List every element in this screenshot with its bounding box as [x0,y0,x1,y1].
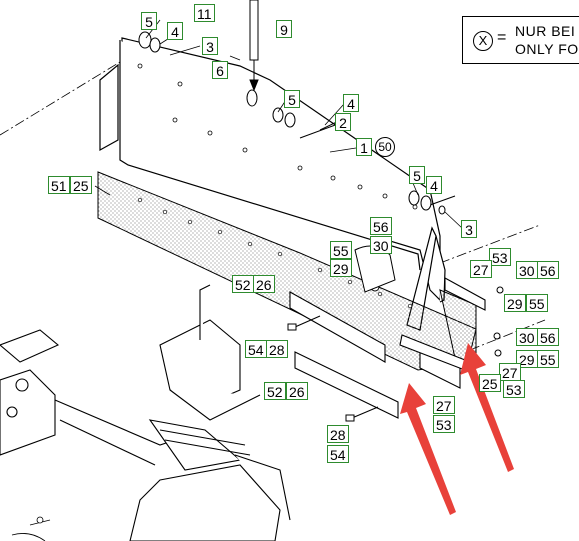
callout-28: 28 [266,340,288,358]
callout-29-b: 29 [504,294,526,312]
callout-4: 4 [167,22,183,40]
callout-5-c: 5 [409,166,425,184]
legend-equals: = [497,29,507,46]
callout-27-c: 27 [433,396,455,414]
callout-56: 56 [370,217,392,235]
callout-50: 50 [375,137,395,157]
callout-55: 55 [330,241,352,259]
callout-4-c: 4 [426,176,442,194]
callout-26: 26 [253,275,275,293]
callout-53: 53 [489,248,511,266]
callout-26-b: 26 [286,382,308,400]
legend-line-1: NUR BEI [515,23,576,39]
callout-25: 25 [70,176,92,194]
callout-56-b: 56 [537,261,559,279]
red-arrows [400,343,514,515]
pin-assembly [249,0,259,92]
callout-53-c: 53 [433,415,455,433]
callout-55-c: 55 [537,350,559,368]
callout-1: 1 [356,138,372,156]
callout-54-b: 54 [327,445,349,463]
callout-5-b: 5 [284,90,300,108]
callout-30: 30 [370,236,392,254]
lower-frame [0,284,291,541]
callout-30-c: 30 [516,328,538,346]
callout-25-b: 25 [479,374,501,392]
callout-56-c: 56 [537,328,559,346]
legend-line-2: ONLY FO [515,41,579,57]
callout-29-c: 29 [516,350,538,368]
centerline-left [0,61,121,136]
callout-6: 6 [212,61,228,79]
callout-3: 3 [202,37,218,55]
callout-4-b: 4 [343,94,359,112]
callout-2: 2 [335,113,351,131]
callout-11: 11 [194,4,215,22]
callout-52: 52 [232,275,254,293]
callout-51: 51 [48,176,70,194]
callout-29: 29 [330,259,352,277]
callout-9: 9 [276,20,292,38]
callout-54: 54 [245,340,267,358]
callout-28-b: 28 [327,425,349,443]
callout-5: 5 [141,12,157,30]
strips [289,277,486,419]
callout-3-c: 3 [461,220,477,238]
callout-53-b: 53 [503,380,525,398]
callout-27: 27 [470,260,492,278]
legend-symbol: X [473,31,493,51]
callout-52-b: 52 [264,382,286,400]
callout-30-b: 30 [516,261,538,279]
back-plate [99,37,446,331]
legend-box: X = NUR BEI ONLY FO [462,16,579,64]
callout-27-b: 27 [499,363,521,381]
callout-55-b: 55 [526,294,548,312]
